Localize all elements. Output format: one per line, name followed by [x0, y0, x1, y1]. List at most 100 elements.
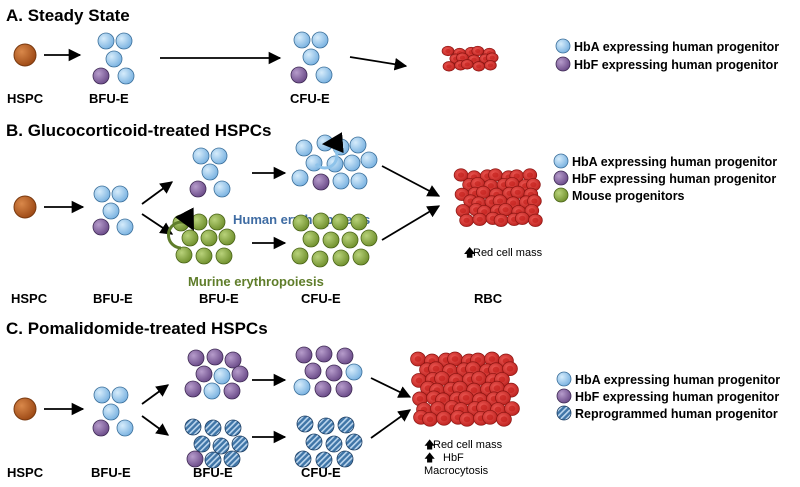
progenitor-cell: [341, 231, 359, 249]
progenitor-cell: [223, 450, 241, 468]
hbf-bfu-e-cluster: [184, 348, 249, 400]
progenitor-cell: [343, 154, 361, 172]
progenitor-cell: [224, 351, 242, 369]
label-bfu-e: BFU-E: [89, 91, 129, 106]
label-bfu-e-murine: BFU-E: [199, 291, 239, 306]
red-blood-cell-center: [474, 357, 482, 363]
red-blood-cell-center: [486, 414, 494, 421]
red-blood-cell-center: [469, 365, 477, 372]
red-blood-cell-center: [463, 416, 471, 423]
red-blood-cell-center: [502, 207, 509, 213]
red-blood-cell-center: [414, 356, 422, 362]
progenitor-cell: [231, 365, 249, 383]
cfu-e-cluster: [290, 31, 333, 84]
rbc-cluster: [410, 351, 520, 427]
red-blood-cell-center: [475, 49, 481, 53]
label-hspc: HSPC: [7, 465, 44, 480]
progenitor-cell: [335, 380, 353, 398]
red-blood-cell-center: [500, 416, 508, 423]
red-blood-cell-center: [456, 385, 464, 392]
legend-hbf-label: HbF expressing human progenitor: [574, 58, 778, 72]
red-blood-cell-center: [459, 208, 467, 214]
progenitor-cell: [213, 367, 231, 385]
progenitor-cell: [360, 229, 378, 247]
label-cfu-e: CFU-E: [290, 91, 330, 106]
progenitor-cell: [181, 229, 199, 247]
progenitor-cell: [311, 250, 329, 268]
panel-a-title: A. Steady State: [6, 6, 130, 25]
red-blood-cell-center: [474, 181, 481, 187]
progenitor-cell: [349, 136, 367, 154]
reprogrammed-bfu-e-cluster: [184, 418, 249, 469]
progenitor-cell: [200, 229, 218, 247]
arrow: [141, 213, 174, 235]
arrow: [370, 409, 412, 439]
red-blood-cell-center: [514, 189, 521, 195]
red-blood-cell-center: [494, 406, 502, 413]
progenitor-cell: [187, 349, 205, 367]
progenitor-cell: [350, 213, 368, 231]
label-hspc: HSPC: [11, 291, 48, 306]
progenitor-cell: [204, 419, 222, 437]
progenitor-cell: [305, 433, 323, 451]
progenitor-cell: [331, 213, 349, 231]
legend-hbf-label: HbF expressing human progenitor: [572, 172, 776, 186]
bfu-e-cluster: [92, 185, 134, 236]
progenitor-cell: [291, 169, 309, 187]
progenitor-cell: [295, 346, 313, 364]
legend-mouse-swatch: [553, 187, 569, 203]
progenitor-cell: [312, 212, 330, 230]
red-blood-cell-center: [530, 182, 537, 188]
legend-hbf-swatch: [553, 170, 569, 186]
progenitor-cell: [193, 435, 211, 453]
red-blood-cell-center: [480, 189, 487, 195]
hbf-cfu-e-cluster: [293, 345, 363, 398]
red-blood-cell-center: [509, 181, 516, 187]
legend-hba-label: HbA expressing human progenitor: [572, 155, 777, 169]
progenitor-cell: [360, 151, 378, 169]
red-blood-cell-center: [459, 55, 466, 60]
legend-hbf-label: HbF expressing human progenitor: [575, 390, 779, 404]
red-blood-cell-center: [508, 405, 516, 412]
red-blood-cell-center: [498, 376, 506, 383]
progenitor-cell: [223, 382, 241, 400]
legend-hba-swatch: [555, 38, 571, 54]
progenitor-cell: [195, 247, 213, 265]
red-blood-cell-center: [416, 395, 424, 402]
progenitor-cell: [295, 139, 313, 157]
hspc-cell: [13, 43, 37, 67]
red-blood-cell-center: [489, 55, 495, 60]
red-cell-mass-up-icon: 🡅: [464, 246, 476, 259]
progenitor-cell: [315, 451, 333, 469]
legend-reprogrammed-swatch: [556, 405, 572, 421]
panel-b: B. Glucocorticoid-treated HSPCs Human er…: [6, 121, 777, 306]
legend-c: HbA expressing human progenitor HbF expr…: [556, 371, 780, 421]
red-blood-cell-center: [476, 64, 482, 69]
macrocytosis-note: Macrocytosis: [424, 465, 489, 477]
progenitor-cell: [304, 362, 322, 380]
red-blood-cell-center: [470, 387, 478, 394]
red-cell-mass-up-icon: 🡅: [424, 438, 435, 451]
red-blood-cell-center: [513, 173, 520, 179]
arrow: [141, 415, 170, 436]
panel-b-title: B. Glucocorticoid-treated HSPCs: [6, 121, 271, 140]
red-blood-cell-center: [445, 49, 451, 53]
legend-a: HbA expressing human progenitor HbF expr…: [555, 38, 779, 72]
progenitor-cell: [224, 419, 242, 437]
bfu-e-cluster: [92, 32, 135, 85]
legend-hbf-swatch: [555, 56, 571, 72]
label-hspc: HSPC: [7, 91, 44, 106]
red-blood-cell-center: [432, 365, 440, 372]
red-blood-cell-center: [458, 191, 466, 197]
progenitor-cell: [336, 450, 354, 468]
red-blood-cell-center: [510, 200, 517, 206]
red-blood-cell-center: [488, 356, 496, 362]
progenitor-cell: [175, 246, 193, 264]
progenitor-cell: [350, 172, 368, 190]
progenitor-cell: [184, 380, 202, 398]
progenitor-cell: [325, 435, 343, 453]
legend-hba-swatch: [556, 371, 572, 387]
arrow: [141, 181, 174, 205]
red-blood-cell-center: [499, 394, 507, 401]
red-blood-cell-center: [463, 217, 470, 223]
